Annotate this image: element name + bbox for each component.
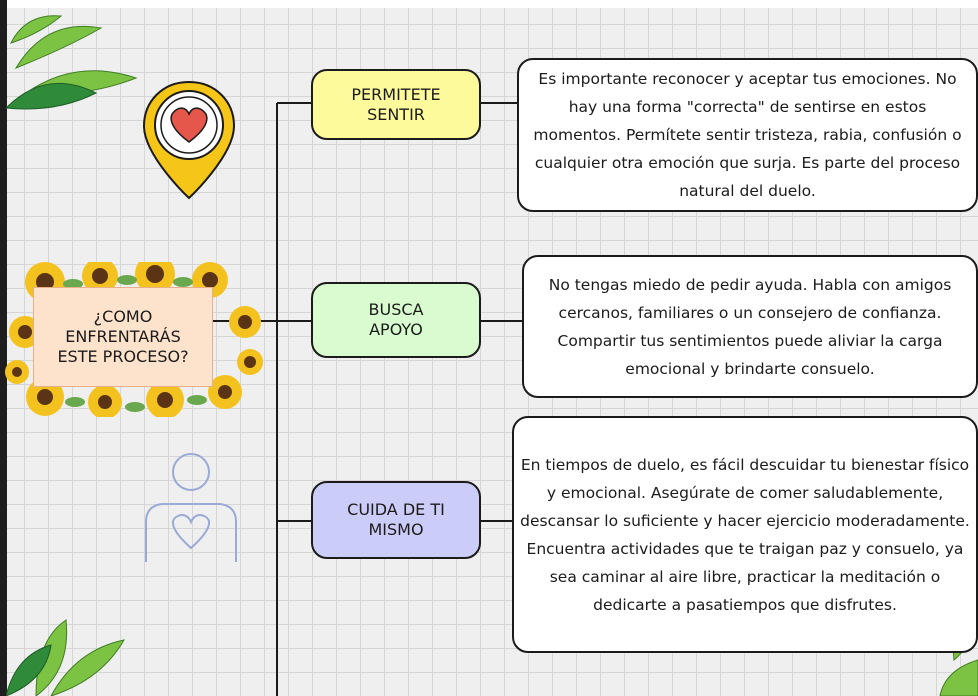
description-text: No tengas miedo de pedir ayuda. Habla co… — [548, 275, 952, 378]
branch-permitete-sentir: PERMITETE SENTIR — [311, 69, 481, 140]
sunflower-wreath — [5, 262, 263, 417]
branch-cuida-de-ti-mismo: CUIDA DE TI MISMO — [311, 481, 481, 559]
branch-label: BUSCA APOYO — [368, 300, 424, 339]
branch-label: CUIDA DE TI MISMO — [347, 500, 445, 539]
central-topic: ¿COMO ENFRENTARÁS ESTE PROCESO? — [33, 287, 213, 387]
tropical-leaf-icon — [6, 15, 138, 110]
tropical-leaf-icon — [6, 619, 125, 696]
description-busca-apoyo: No tengas miedo de pedir ayuda. Habla co… — [522, 255, 978, 398]
description-text: En tiempos de duelo, es fácil descuidar … — [520, 455, 970, 614]
branch-label: PERMITETE SENTIR — [351, 84, 441, 124]
left-edge — [0, 0, 7, 696]
central-topic-label: ¿COMO ENFRENTARÁS ESTE PROCESO? — [57, 307, 189, 366]
top-bar — [0, 0, 978, 8]
branch-busca-apoyo: BUSCA APOYO — [311, 282, 481, 358]
description-permitete-sentir: Es importante reconocer y aceptar tus em… — [517, 58, 978, 212]
heart-location-pin-icon — [142, 80, 236, 200]
description-cuida-de-ti-mismo: En tiempos de duelo, es fácil descuidar … — [512, 416, 978, 653]
self-love-person-icon — [145, 453, 237, 562]
description-text: Es importante reconocer y aceptar tus em… — [533, 70, 962, 200]
